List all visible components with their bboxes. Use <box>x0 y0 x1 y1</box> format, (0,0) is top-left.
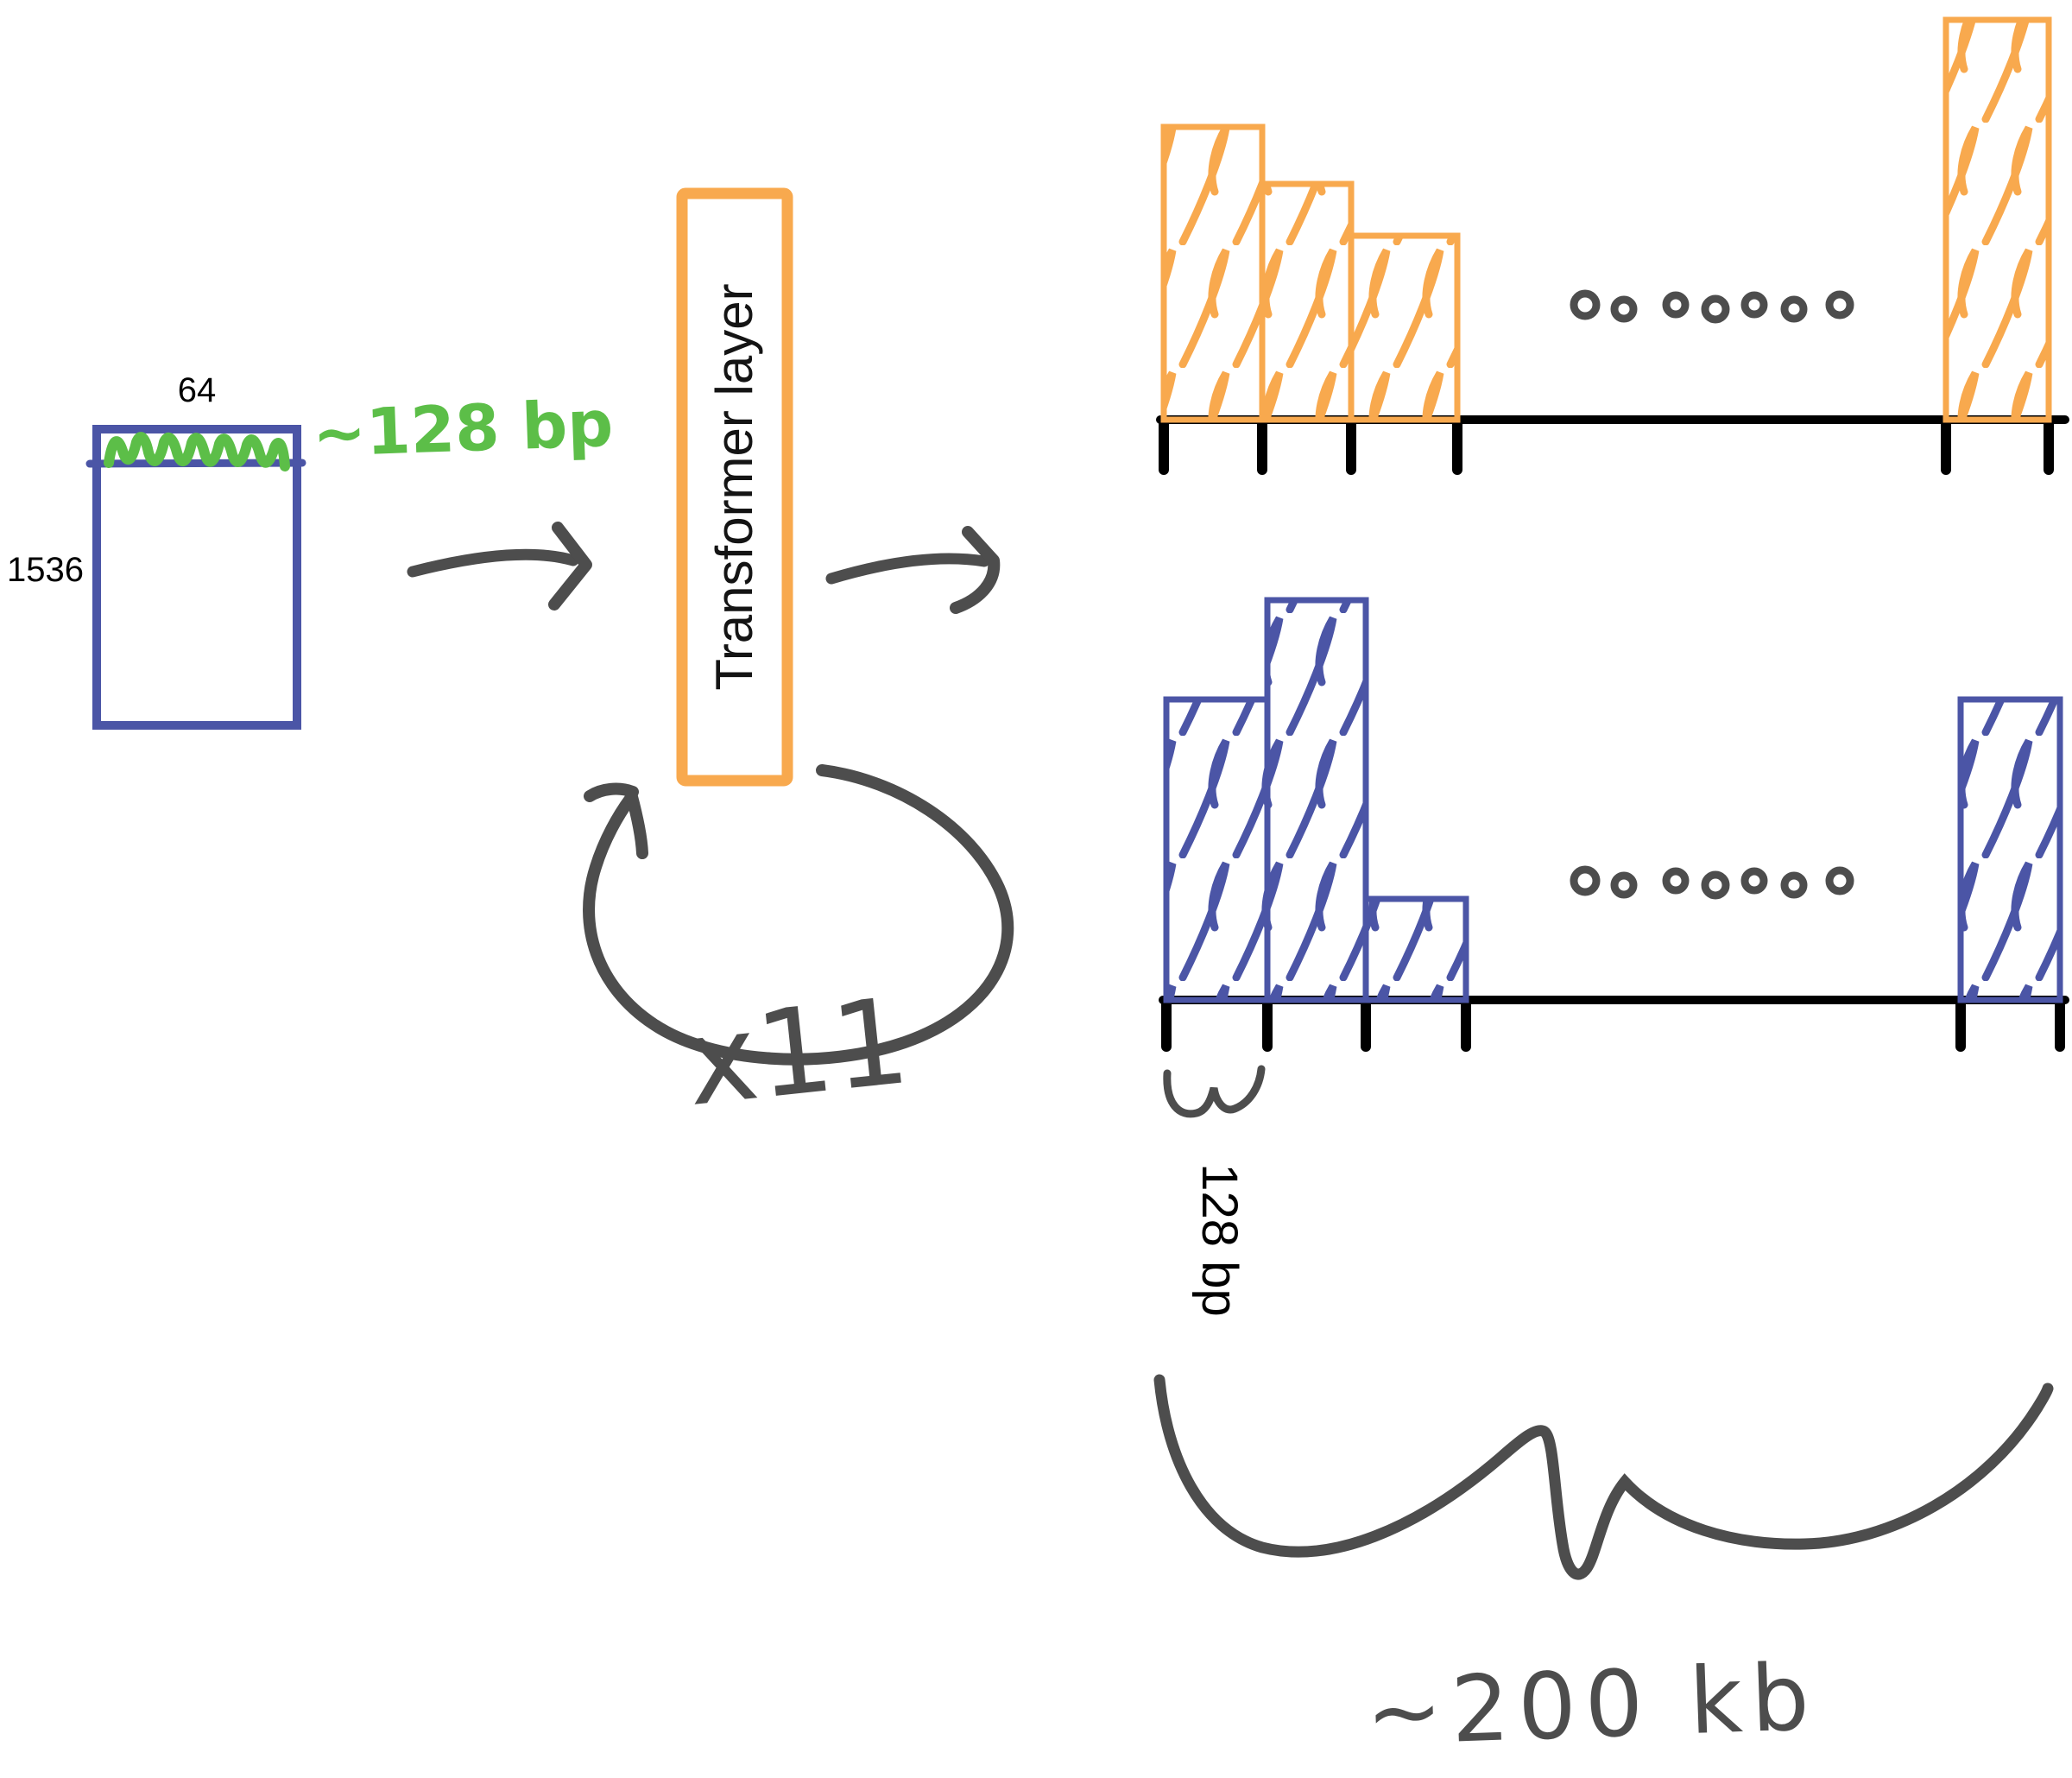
loop-arrow-icon <box>583 764 1014 1066</box>
prediction-bar <box>1163 696 1271 1003</box>
prediction-bar <box>1362 895 1469 1003</box>
sequence-scribble <box>104 432 290 471</box>
arrow-input-head-icon <box>548 522 592 611</box>
ellipsis-dot <box>1740 291 1768 319</box>
ellipsis-dot <box>1701 294 1730 324</box>
ellipsis-dot <box>1610 871 1638 899</box>
ellipsis-dot <box>1701 870 1730 900</box>
arrow-input-icon <box>407 548 579 578</box>
prediction-bar <box>1942 16 2052 423</box>
ellipsis-dot <box>1780 295 1808 323</box>
prediction-bar <box>1957 696 2063 1003</box>
transformer-layer-label: Transformer layer <box>705 283 763 691</box>
ellipsis-dot <box>1825 290 1854 320</box>
ellipsis-dot <box>1780 871 1808 899</box>
loop-arrow-barb-icon <box>625 788 648 859</box>
ellipsis-dot <box>1570 865 1601 896</box>
transformer-layer-box <box>676 187 793 787</box>
prediction-bar <box>1160 123 1266 423</box>
ellipsis-dot <box>1662 867 1690 895</box>
prediction-track-blue <box>1159 597 2069 1052</box>
input-matrix <box>92 425 301 730</box>
ellipsis-dot <box>1610 295 1638 323</box>
row-resolution-note: ~128 bp <box>311 386 615 472</box>
bin-brace-icon <box>1163 1065 1266 1118</box>
arrow-output-icon <box>825 553 990 585</box>
span-brace-icon <box>1153 1374 2054 1580</box>
matrix-width-label: 64 <box>177 371 217 409</box>
span-size-label: ~200 kb <box>1363 1643 1820 1767</box>
ellipsis-dot <box>1662 291 1690 319</box>
ellipsis-dot <box>1825 866 1854 895</box>
prediction-bar <box>1348 232 1461 423</box>
repeat-count-label: x11 <box>679 971 915 1134</box>
ellipsis-dot <box>1570 289 1601 320</box>
prediction-bar <box>1259 180 1355 423</box>
arrow-output-head-icon <box>950 526 1001 614</box>
matrix-height-label: 1536 <box>7 551 84 589</box>
ellipsis-dot <box>1740 867 1768 895</box>
bin-size-label: 128 bp <box>1191 1163 1248 1317</box>
prediction-track-orange <box>1156 16 2069 475</box>
prediction-bar <box>1264 597 1369 1003</box>
